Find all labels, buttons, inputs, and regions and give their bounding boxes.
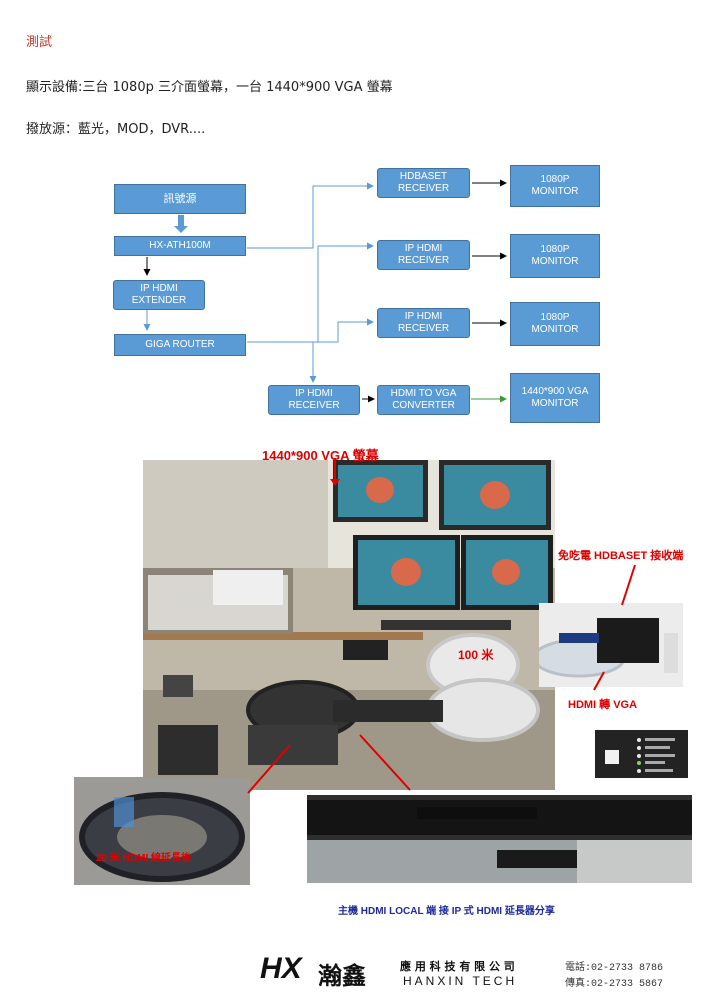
monitor-2-box: 1080P MONITOR [510,234,600,278]
signal-diagram: 訊號源 HX-ATH100M IP HDMI EXTENDER GIGA ROU… [0,150,707,430]
monitor-3-box: 1080P MONITOR [510,302,600,346]
giga-router-box: GIGA ROUTER [114,334,246,356]
fax-number: 傳真:02-2733 5867 [565,979,664,990]
hdbaset-receiver-photo [539,603,683,687]
resolution-panel-photo [595,730,688,778]
company-logo: HX [260,952,302,985]
setup-photo-drawing [143,460,555,790]
ip-hdmi-receiver-4-box: IP HDMI RECEIVER [268,385,360,415]
display-devices-line: 顯示設備:三台 1080p 三介面螢幕，一台 1440*900 VGA 螢幕 [26,80,393,95]
playback-source-line: 撥放源：藍光，MOD，DVR.... [26,122,206,137]
extender-switch-photo [307,795,692,883]
setup-photo [143,460,555,790]
company-brand-cn: 瀚鑫 [318,962,366,990]
phone-number: 電話:02-2733 8786 [565,963,664,974]
signal-source-box: 訊號源 [114,184,246,214]
caption-vga-monitor: 1440*900 VGA 螢幕 [262,448,379,463]
hx-ath100m-box: HX-ATH100M [114,236,246,256]
footer: HX 瀚鑫 應 用 科 技 有 限 公 司 HANXIN TECH 電話:02-… [260,952,696,992]
hdmi-to-vga-converter-box: HDMI TO VGA CONVERTER [377,385,470,415]
caption-bottom: 主機 HDMI LOCAL 端 接 IP 式 HDMI 延長器分享 [338,906,555,917]
caption-20m-hdmi: 20 米 HDMI 線延長後 [96,853,192,864]
company-name-cn: 應 用 科 技 有 限 公 司 [400,960,515,973]
page-title: 測試 [26,35,53,50]
hdmi-cable-photo [74,777,250,885]
caption-hdbaset-receiver: 免吃電 HDBASET 接收端 [558,550,684,562]
monitor-4-vga-box: 1440*900 VGA MONITOR [510,373,600,423]
caption-100m: 100 米 [458,648,494,662]
hdbaset-receiver-box: HDBASET RECEIVER [377,168,470,198]
company-name-en: HANXIN TECH [403,974,518,988]
monitor-1-box: 1080P MONITOR [510,165,600,207]
ip-hdmi-extender-box: IP HDMI EXTENDER [113,280,205,310]
caption-hdmi-to-vga: HDMI 轉 VGA [568,699,638,711]
diagram-connectors [143,179,507,403]
ip-hdmi-receiver-3-box: IP HDMI RECEIVER [377,308,470,338]
ip-hdmi-receiver-2-box: IP HDMI RECEIVER [377,240,470,270]
